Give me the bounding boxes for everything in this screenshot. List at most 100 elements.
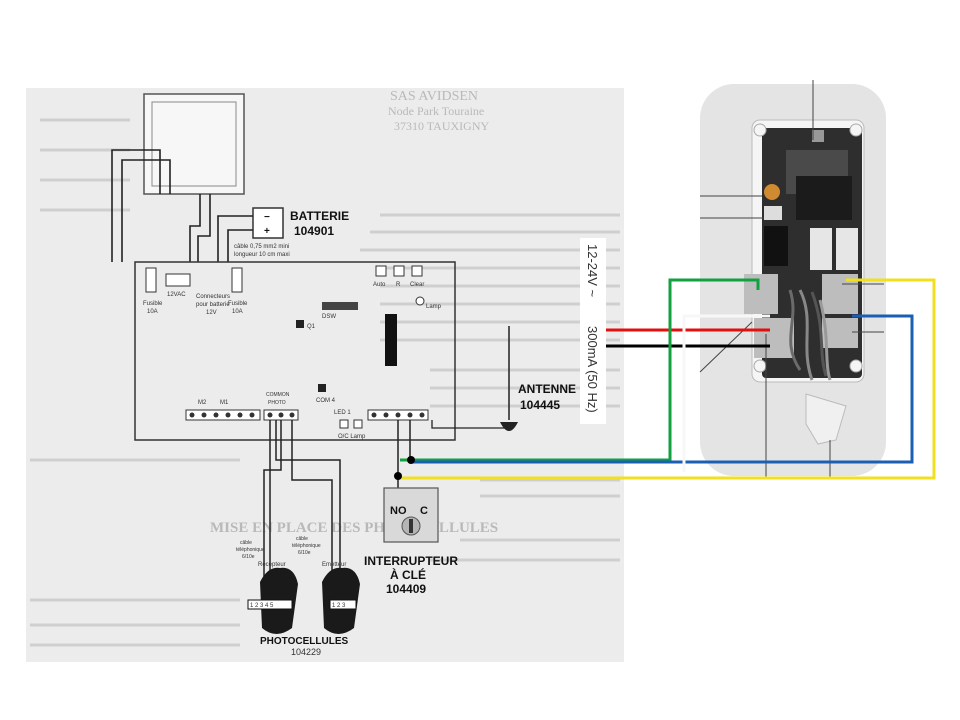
current-label: 300mA (50 Hz) <box>585 326 600 413</box>
key-no-label: NO <box>390 505 407 517</box>
transformer-wires <box>111 149 211 262</box>
junction-1 <box>407 456 415 464</box>
module-button <box>812 130 824 142</box>
module-relay-1 <box>810 228 832 270</box>
bg-address-2: 37310 TAUXIGNY <box>394 119 489 133</box>
blue-wire <box>410 314 914 464</box>
battery-minus: − <box>264 212 270 223</box>
yellow-wire <box>400 278 936 480</box>
wire-junctions <box>394 456 415 480</box>
button-r <box>393 265 405 277</box>
mount-hole-bl <box>753 359 767 373</box>
oc-lamp-label: O/C Lamp <box>338 434 366 440</box>
mount-hole-br <box>849 359 863 373</box>
connector-note-2: pour batterie <box>196 302 230 308</box>
m2-label: M2 <box>198 400 207 406</box>
key-title-2: À CLÉ <box>390 567 426 582</box>
com-label: COM 4 <box>316 398 336 404</box>
white-wire <box>682 314 770 472</box>
module-terminal-bottom-2 <box>822 318 858 348</box>
emitter-terminals <box>329 599 357 610</box>
scan-background <box>26 88 624 662</box>
antenna-title: ANTENNE <box>518 382 576 396</box>
emitter-label: Emetteur <box>322 562 346 568</box>
dsw-label: DSW <box>322 314 336 320</box>
q1-label: Q1 <box>307 324 316 330</box>
key-slot <box>409 519 413 533</box>
antenna-wire <box>431 420 509 429</box>
module-internal-wires <box>788 289 832 381</box>
lamp-label: Lamp <box>426 304 442 310</box>
annotation-box <box>580 238 606 424</box>
button-auto-label: Auto <box>373 282 386 288</box>
cable-note-left-2: téléphonique <box>236 547 265 553</box>
emitter-terminal-numbers: 1 2 3 <box>332 603 346 609</box>
m1-label: M1 <box>220 400 229 406</box>
junction-2 <box>394 472 402 480</box>
connector-note-1: Connecteurs <box>196 294 230 300</box>
lamp-led <box>415 296 425 306</box>
processor-chip <box>385 314 397 366</box>
module-chip <box>796 176 852 220</box>
transformer <box>143 93 245 195</box>
battery-note-1: câble 0,75 mm2 mini <box>234 244 289 250</box>
photocells-code: 104229 <box>291 647 321 657</box>
button-clear <box>411 265 423 277</box>
battery-plus: + <box>264 226 270 237</box>
module-relay-2 <box>836 228 858 270</box>
receiver-terminals <box>247 599 293 610</box>
photocells-title: PHOTOCELLULES <box>260 636 348 647</box>
bg-address-1: Node Park Touraine <box>388 104 484 118</box>
fuse-left-rating: 10A <box>147 309 158 315</box>
battery-title: BATTERIE <box>290 209 349 223</box>
bg-mise-en-place: MISE EN PLACE DES PHOTOCELLULES <box>210 520 498 536</box>
battery-wires <box>217 215 253 262</box>
bg-company: SAS AVIDSEN <box>390 89 478 104</box>
common-term-label: COMMON <box>266 392 290 398</box>
connector-note-3: 12V <box>206 310 217 316</box>
cable-note-right-2: téléphonique <box>292 543 321 549</box>
lamp-button <box>353 419 363 429</box>
key-c-label: C <box>420 505 428 517</box>
ac-terminal <box>165 273 191 287</box>
scanned-wiring-sheet: SAS AVIDSEN Node Park Touraine 37310 TAU… <box>26 88 624 662</box>
button-clear-label: Clear <box>410 282 424 288</box>
transformer-core <box>151 101 237 187</box>
dip-switch <box>322 302 358 310</box>
green-wire <box>400 278 760 462</box>
module-capacitor <box>764 226 788 266</box>
key-code: 104409 <box>386 582 426 596</box>
module-rotary-switch <box>764 184 780 200</box>
mount-hole-tr <box>849 123 863 137</box>
button-auto <box>375 265 387 277</box>
antenna-code: 104445 <box>520 398 560 412</box>
cable-note-right-1: câble <box>296 536 308 542</box>
module-dip-switch <box>764 206 782 220</box>
oc-button <box>339 419 349 429</box>
mount-hole-tl <box>753 123 767 137</box>
cable-note-left-1: câble <box>240 540 252 546</box>
photo-term-label: PHOTO <box>268 400 286 406</box>
q1-chip <box>296 320 304 328</box>
module-terminal-bottom <box>754 318 794 358</box>
cable-note-left-3: 6/10e <box>242 554 255 560</box>
antenna-base <box>500 422 518 431</box>
battery-note-2: longueur 10 cm maxi <box>234 252 290 258</box>
fuse-left <box>145 267 157 293</box>
com-chip <box>318 384 326 392</box>
button-r-label: R <box>396 282 401 288</box>
battery-code: 104901 <box>294 224 334 238</box>
fuse-left-label: Fusible <box>143 301 163 307</box>
control-board <box>134 261 456 441</box>
receiver-terminal-numbers: 1 2 3 4 5 <box>250 603 274 609</box>
voltage-label: 12-24V ~ <box>585 244 600 298</box>
receiver-module <box>699 80 886 478</box>
fuse-right-rating: 10A <box>232 309 243 315</box>
led1-label: LED 1 <box>334 410 351 416</box>
module-cable-gland <box>805 393 847 445</box>
fuse-right-label: Fusible <box>228 301 248 307</box>
cable-note-right-3: 6/10e <box>298 550 311 556</box>
colored-wires <box>400 278 936 480</box>
fuse-right <box>231 267 243 293</box>
